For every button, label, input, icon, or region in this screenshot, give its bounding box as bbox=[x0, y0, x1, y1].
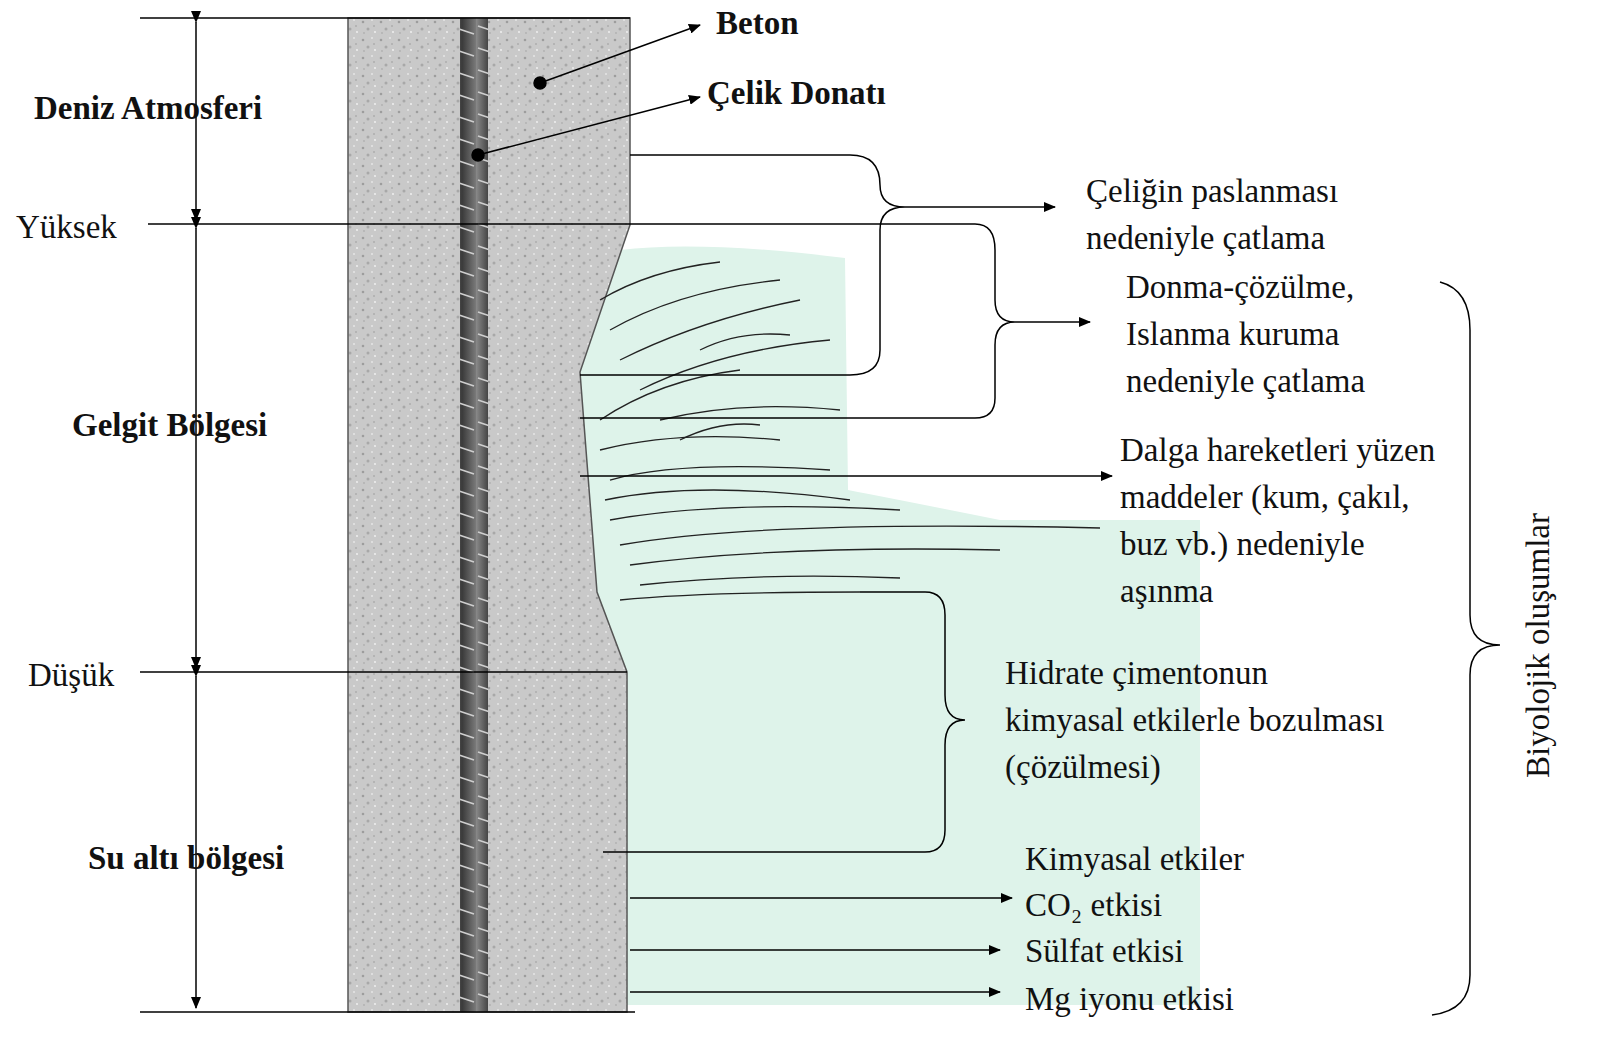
effect-note: Hidrate çimentonun kimyasal etkilerle bo… bbox=[1005, 650, 1385, 791]
zone-name: Deniz Atmosferi bbox=[34, 85, 262, 132]
group-label: Biyolojik oluşumlar bbox=[1514, 513, 1561, 778]
level-name: Yüksek bbox=[16, 204, 117, 251]
effect-note: Mg iyonu etkisi bbox=[1025, 976, 1234, 1023]
effect-note: Sülfat etkisi bbox=[1025, 928, 1184, 975]
effect-note: CO₂ etkisi bbox=[1025, 882, 1162, 929]
part-name: Çelik Donatı bbox=[707, 70, 886, 117]
effect-note: Kimyasal etkiler bbox=[1025, 836, 1244, 883]
zone-name: Su altı bölgesi bbox=[88, 835, 284, 882]
zone-name: Gelgit Bölgesi bbox=[72, 402, 267, 449]
effect-note: Çeliğin paslanması nedeniyle çatlama bbox=[1086, 168, 1416, 262]
effect-note: Donma-çözülme, Islanma kuruma nedeniyle … bbox=[1126, 264, 1431, 405]
effect-note: Dalga hareketleri yüzen maddeler (kum, ç… bbox=[1120, 427, 1465, 615]
part-name: Beton bbox=[716, 0, 799, 47]
level-name: Düşük bbox=[28, 652, 114, 699]
